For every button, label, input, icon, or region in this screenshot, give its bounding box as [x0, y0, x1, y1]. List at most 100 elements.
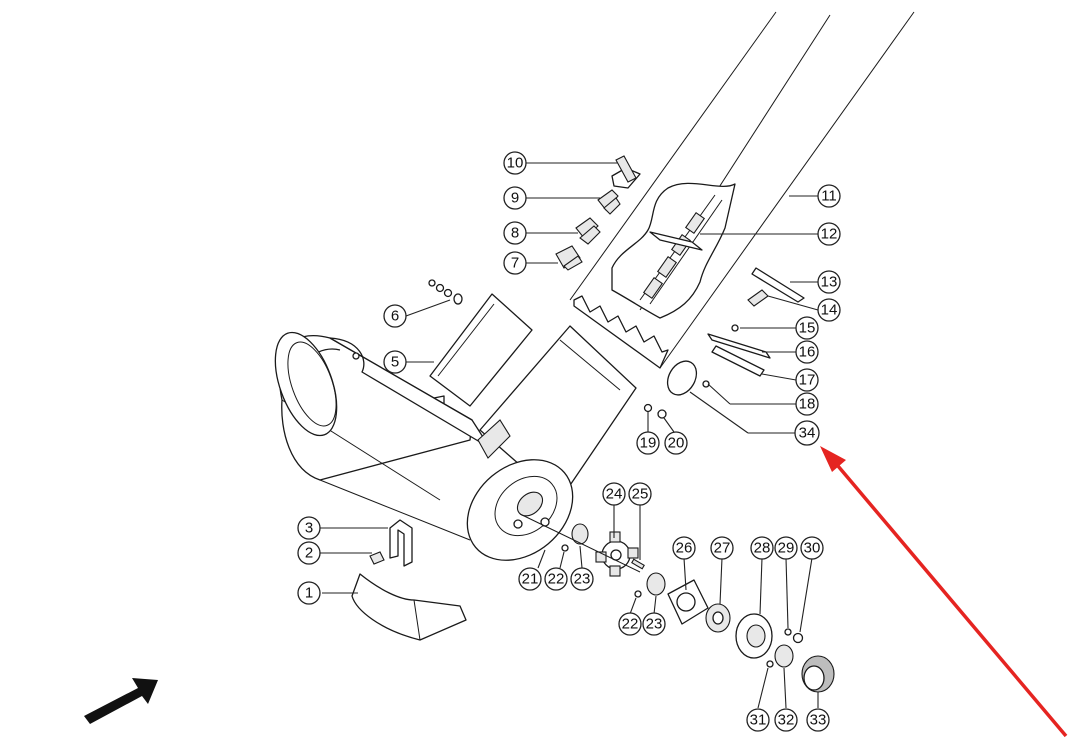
callout-8: 8: [503, 221, 527, 245]
callout-34-highlighted: 34: [794, 420, 820, 446]
callout-28: 28: [750, 536, 774, 560]
callout-23: 23: [570, 567, 594, 591]
svg-text:13: 13: [821, 274, 838, 291]
callout-16: 16: [795, 340, 819, 364]
svg-text:12: 12: [821, 226, 838, 243]
callout-26: 26: [672, 536, 696, 560]
callout-3: 3: [297, 516, 321, 540]
part-15-washer: [731, 324, 739, 332]
svg-text:6: 6: [391, 308, 399, 325]
callout-7: 7: [503, 251, 527, 275]
svg-text:31: 31: [750, 712, 767, 729]
callout-25: 25: [628, 482, 652, 506]
svg-text:10: 10: [507, 155, 524, 172]
svg-text:19: 19: [640, 435, 657, 452]
callout-12: 12: [817, 222, 841, 246]
callout-27: 27: [710, 536, 734, 560]
callout-labels: 1 2 3 5 6 7 8 9 10 11 12 13 14 15 16 17 …: [297, 151, 841, 732]
part-24-sprocket: [595, 531, 639, 577]
part-22-ring: [561, 544, 569, 552]
svg-text:1: 1: [305, 585, 313, 602]
callout-10: 10: [503, 151, 527, 175]
part-23-bearing: [571, 523, 589, 545]
svg-text:17: 17: [799, 372, 816, 389]
part-29-washer: [784, 628, 792, 636]
svg-text:7: 7: [511, 255, 519, 272]
part-2-bolt: [369, 551, 385, 565]
svg-text:30: 30: [804, 540, 821, 557]
part-18-disc: [666, 360, 698, 396]
svg-text:22: 22: [622, 616, 639, 633]
callout-9: 9: [503, 186, 527, 210]
part-30-nut: [792, 632, 804, 644]
svg-text:9: 9: [511, 190, 519, 207]
svg-text:28: 28: [754, 540, 771, 557]
part-25-key: [631, 558, 645, 570]
part-17-plate: [711, 345, 765, 377]
part-9-chain-link: [597, 189, 621, 215]
part-14-bolt: [747, 289, 769, 307]
svg-text:23: 23: [646, 616, 663, 633]
part-3-u-bolt: [389, 519, 413, 567]
leader-lines: [318, 162, 819, 709]
part-13-paddle: [751, 267, 805, 303]
part-31-washer: [766, 660, 774, 668]
svg-text:23: 23: [574, 571, 591, 588]
part-10-chain-link: [611, 155, 641, 189]
svg-text:24: 24: [606, 486, 623, 503]
callout-31: 31: [746, 708, 770, 732]
callout-20: 20: [664, 431, 688, 455]
svg-text:33: 33: [810, 712, 827, 729]
callout-18: 18: [795, 392, 819, 416]
callout-1: 1: [297, 581, 321, 605]
callout-22b: 22: [618, 612, 642, 636]
svg-text:16: 16: [799, 344, 816, 361]
callout-11: 11: [817, 184, 841, 208]
svg-text:5: 5: [391, 354, 399, 371]
callout-33: 33: [806, 708, 830, 732]
svg-text:15: 15: [799, 320, 816, 337]
drive-train-parts: [519, 513, 835, 693]
callout-22: 22: [544, 567, 568, 591]
part-8-chain-link: [575, 217, 601, 245]
svg-text:29: 29: [778, 540, 795, 557]
auger-housing: [274, 325, 637, 561]
svg-text:34: 34: [799, 425, 816, 442]
callout-32: 32: [774, 708, 798, 732]
callout-21: 21: [518, 567, 542, 591]
bottom-cover-parts: [351, 519, 467, 641]
svg-text:8: 8: [511, 225, 519, 242]
paddle-parts: [666, 267, 805, 396]
callout-24: 24: [602, 482, 626, 506]
callout-14: 14: [817, 298, 841, 322]
svg-text:2: 2: [305, 545, 313, 562]
part-7-chain-link: [555, 245, 583, 271]
callout-6: 6: [383, 304, 407, 328]
pointer-arrow: [820, 446, 1068, 738]
callout-5: 5: [383, 350, 407, 374]
part-32-bearing: [774, 644, 794, 668]
part-1-cover: [351, 573, 467, 641]
part-16-paddle: [707, 333, 771, 359]
svg-text:18: 18: [799, 396, 816, 413]
svg-text:27: 27: [714, 540, 731, 557]
svg-text:11: 11: [821, 188, 837, 205]
callout-2: 2: [297, 541, 321, 565]
svg-text:22: 22: [548, 571, 565, 588]
chain-link-parts: [555, 155, 641, 271]
callout-17: 17: [795, 368, 819, 392]
svg-text:20: 20: [668, 435, 685, 452]
callout-23b: 23: [642, 612, 666, 636]
svg-text:26: 26: [676, 540, 693, 557]
callout-15: 15: [795, 316, 819, 340]
svg-text:32: 32: [778, 712, 795, 729]
parts-19-20: [643, 403, 667, 419]
svg-text:21: 21: [522, 571, 539, 588]
callout-19: 19: [636, 431, 660, 455]
svg-text:3: 3: [305, 520, 313, 537]
callout-29: 29: [774, 536, 798, 560]
part-23b-bearing: [646, 572, 666, 596]
svg-text:25: 25: [632, 486, 649, 503]
elevator-tube: [569, 11, 915, 369]
